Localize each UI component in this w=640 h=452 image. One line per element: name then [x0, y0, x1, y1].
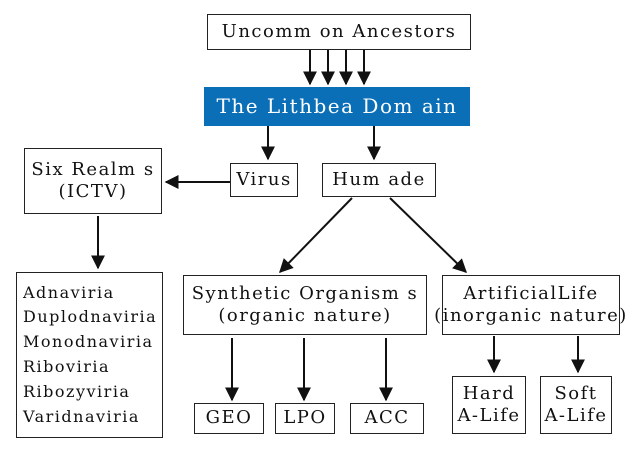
- node-acc-label: ACC: [364, 407, 410, 429]
- node-artificial-line2: (inorganic nature): [434, 305, 628, 326]
- node-six-realms-line1: Six Realm s: [31, 158, 155, 180]
- node-lithbea-domain-label: The Lithbea Dom ain: [216, 94, 458, 118]
- node-geo: GEO: [194, 403, 264, 434]
- arrow-humade-synthetic: [279, 197, 353, 274]
- node-humade-label: Hum ade: [332, 168, 426, 190]
- realm-item: Adnaviria: [23, 282, 115, 302]
- node-uncommon-ancestors-label: Uncomm on Ancestors: [221, 20, 457, 42]
- node-soft-alife: Soft A-Life: [540, 376, 612, 434]
- node-soft-line1: Soft: [554, 382, 598, 404]
- node-artificial-line1: ArtificialLife: [463, 282, 599, 304]
- realm-item: Monodnaviria: [23, 332, 154, 352]
- node-lpo-label: LPO: [283, 407, 327, 429]
- node-synthetic-line1: Synthetic Organism s: [191, 282, 419, 304]
- node-acc: ACC: [350, 403, 424, 434]
- node-synthetic-organisms: Synthetic Organism s (organic nature): [183, 275, 427, 335]
- node-hard-line1: Hard: [462, 382, 516, 404]
- node-six-realms-line2: (ICTV): [58, 181, 128, 202]
- node-virus-label: Virus: [236, 168, 292, 190]
- node-soft-line2: A-Life: [544, 405, 608, 426]
- realm-item: Varidnaviria: [23, 406, 140, 426]
- node-lpo: LPO: [275, 403, 335, 434]
- node-humade: Hum ade: [322, 163, 436, 197]
- node-synthetic-line2: (organic nature): [218, 305, 392, 326]
- node-hard-alife: Hard A-Life: [452, 376, 526, 434]
- realm-item: Duplodnaviria: [23, 307, 158, 327]
- node-six-realms: Six Realm s (ICTV): [24, 148, 162, 214]
- realm-item: Ribozyviria: [23, 381, 131, 401]
- node-realms-list: Adnaviria Duplodnaviria Monodnaviria Rib…: [16, 272, 163, 438]
- node-artificial-life: ArtificialLife (inorganic nature): [434, 275, 626, 335]
- node-lithbea-domain: The Lithbea Dom ain: [204, 87, 470, 126]
- node-geo-label: GEO: [205, 407, 253, 429]
- node-hard-line2: A-Life: [457, 405, 521, 426]
- node-uncommon-ancestors: Uncomm on Ancestors: [207, 14, 471, 50]
- realm-item: Riboviria: [23, 357, 110, 376]
- node-virus: Virus: [230, 163, 298, 197]
- arrow-humade-artificial: [389, 197, 468, 273]
